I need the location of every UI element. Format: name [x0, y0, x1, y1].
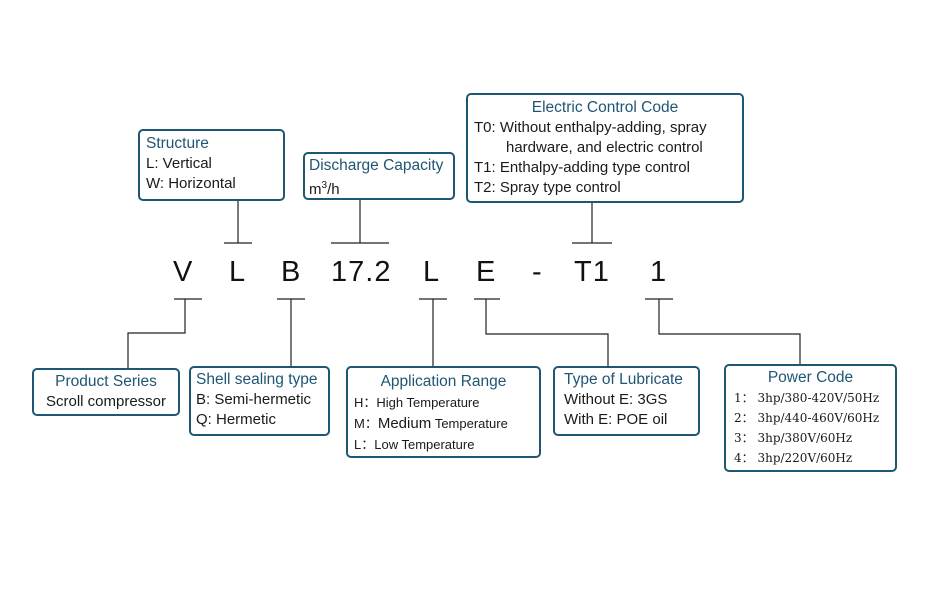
product-series-title: Product Series — [55, 373, 157, 390]
code-char-shell: B — [281, 256, 302, 288]
application-label: High Temperature — [376, 395, 480, 410]
discharge-title: Discharge Capacity — [309, 157, 444, 174]
application-key: M： — [354, 416, 378, 431]
application-key: H： — [354, 395, 377, 410]
power-line: 1： 3hp/380-420V/50Hz — [734, 391, 880, 405]
power-title: Power Code — [767, 369, 854, 386]
power-box: Power Code 1： 3hp/380-420V/50Hz 2： 3hp/4… — [724, 364, 897, 472]
application-line-medium: M：Medium Temperature — [354, 413, 533, 434]
power-line: 2： 3hp/440-460V/60Hz — [734, 411, 880, 425]
code-char-capacity: 17.2 — [331, 256, 392, 288]
code-char-structure: L — [229, 256, 247, 288]
power-line: 4： 3hp/220V/60Hz — [734, 451, 853, 465]
lubricate-line: Without E: 3GS — [564, 391, 668, 408]
code-char-electric: T1 — [574, 256, 610, 288]
structure-box: Structure L: Vertical W: Horizontal — [138, 129, 285, 201]
application-label: Temperature — [434, 416, 508, 431]
electric-title: Electric Control Code — [531, 99, 679, 116]
product-series-line: Scroll compressor — [45, 393, 167, 410]
code-char-application: L — [423, 256, 441, 288]
shell-line: B: Semi-hermetic — [196, 391, 312, 408]
discharge-unit-rest: /h — [327, 181, 340, 198]
electric-line: T2: Spray type control — [474, 179, 621, 196]
code-char-power: 1 — [650, 256, 668, 288]
application-title: Application Range — [380, 373, 507, 390]
connector-lubricate — [485, 299, 609, 366]
electric-line: hardware, and electric control — [506, 139, 703, 156]
shell-box: Shell sealing type B: Semi-hermetic Q: H… — [189, 366, 330, 436]
connector-product — [127, 299, 186, 369]
electric-line: T1: Enthalpy-adding type control — [474, 159, 690, 176]
structure-line: L: Vertical — [146, 155, 212, 172]
lubricate-title: Type of Lubricate — [564, 371, 683, 388]
structure-line: W: Horizontal — [146, 175, 236, 192]
application-line-low: L：Low Temperature — [354, 434, 533, 455]
application-box: Application Range H：High Temperature M：M… — [346, 366, 541, 458]
application-label: Low Temperature — [374, 437, 475, 452]
power-line: 3： 3hp/380V/60Hz — [734, 431, 853, 445]
code-char-dash: - — [532, 256, 543, 288]
lubricate-box: Type of Lubricate Without E: 3GS With E:… — [553, 366, 700, 436]
application-big: Medium — [377, 415, 432, 432]
discharge-unit-base: m — [309, 181, 322, 198]
electric-box: Electric Control Code T0: Without enthal… — [466, 93, 744, 203]
shell-line: Q: Hermetic — [196, 411, 277, 428]
shell-title: Shell sealing type — [196, 371, 318, 388]
lubricate-line: With E: POE oil — [564, 411, 668, 428]
product-series-box: Product Series Scroll compressor — [32, 368, 180, 416]
connector-power — [658, 299, 801, 364]
discharge-unit: m3/h — [309, 176, 449, 200]
electric-line: T0: Without enthalpy-adding, spray — [474, 119, 707, 136]
discharge-unit-sup: 3 — [321, 180, 328, 191]
code-char-lubricate: E — [476, 256, 497, 288]
structure-title: Structure — [146, 135, 209, 152]
discharge-box: Discharge Capacity m3/h — [303, 152, 455, 200]
application-line-high: H：High Temperature — [354, 392, 533, 413]
code-char-series: V — [173, 256, 194, 288]
application-key: L： — [354, 437, 375, 452]
